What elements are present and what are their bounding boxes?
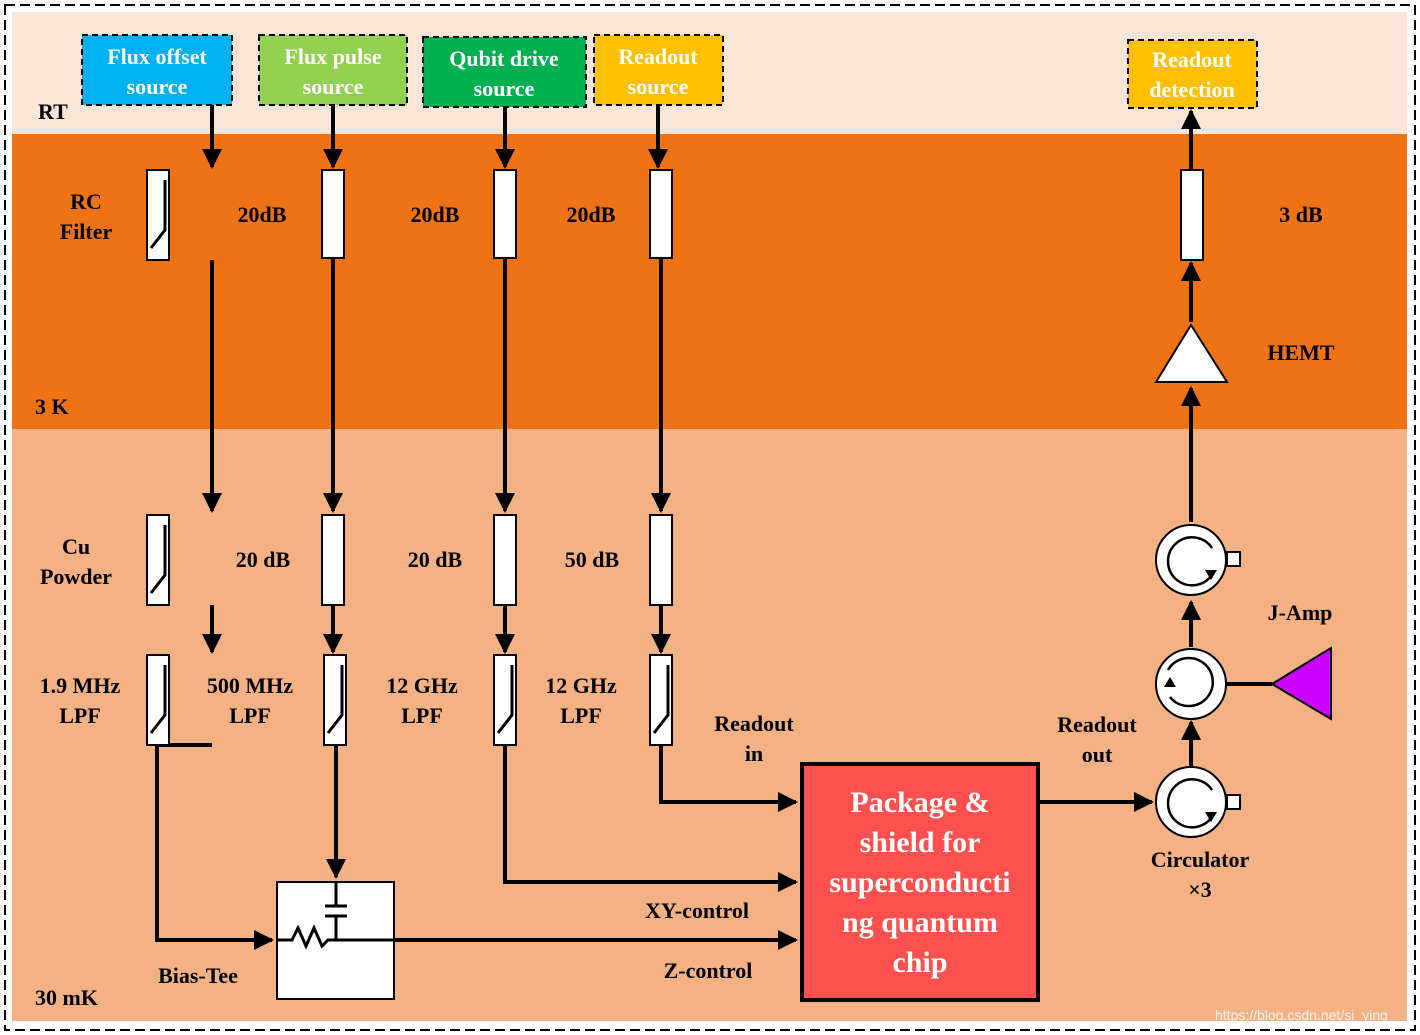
svg-text:1.9 MHz: 1.9 MHz — [40, 673, 121, 698]
lpf-label-flux-offset: 1.9 MHz LPF — [40, 673, 121, 728]
j-amp-label: J-Amp — [1268, 600, 1333, 625]
svg-text:source: source — [628, 74, 689, 99]
readout-in-line — [648, 105, 798, 812]
svg-text:LPF: LPF — [229, 703, 271, 728]
lpf-label-flux-pulse: 500 MHz LPF — [207, 673, 293, 728]
att-label-qubit-drive-3k: 20dB — [411, 202, 460, 227]
svg-text:source: source — [303, 74, 364, 99]
svg-text:shield for: shield for — [860, 826, 981, 859]
mk30-band — [12, 429, 1407, 1021]
att-label-flux-pulse-3k: 20dB — [238, 202, 287, 227]
att-label-flux-pulse-mk: 20 dB — [236, 547, 291, 572]
lpf-flux-offset — [146, 654, 170, 746]
circulator-top — [1155, 524, 1241, 596]
flux-offset-source: Flux offset source — [81, 34, 233, 106]
qubit-drive-line — [495, 107, 798, 892]
svg-text:Readout: Readout — [714, 711, 794, 736]
quantum-chip-package: Package & shield for superconducti ng qu… — [800, 762, 1040, 1002]
cu-powder-filter — [146, 514, 170, 606]
att-label-out-3k: 3 dB — [1279, 202, 1323, 227]
attenuator-qubit-drive-3k — [493, 169, 517, 259]
hemt-amplifier — [1154, 323, 1229, 383]
watermark: https://blog.csdn.net/si_ying — [1215, 1007, 1388, 1023]
attenuator-flux-pulse-3k — [321, 169, 345, 259]
cu-powder-label: Cu Powder — [40, 534, 112, 589]
lpf-flux-pulse — [323, 654, 347, 746]
attenuator-readout-3k — [649, 169, 673, 259]
circulator-label: Circulator ×3 — [1151, 847, 1250, 902]
svg-text:12 GHz: 12 GHz — [545, 673, 617, 698]
svg-text:Readout: Readout — [618, 44, 698, 69]
circulator-bottom — [1155, 766, 1241, 838]
svg-text:ng quantum: ng quantum — [842, 906, 998, 939]
circulator-middle — [1155, 648, 1227, 720]
svg-text:detection: detection — [1149, 77, 1235, 102]
svg-text:in: in — [745, 741, 763, 766]
flux-offset-line — [155, 105, 274, 950]
svg-text:LPF: LPF — [59, 703, 101, 728]
readout-out-label: Readout out — [1057, 712, 1137, 767]
rc-filter-label: RC Filter — [60, 189, 113, 244]
lpf-readout — [649, 654, 673, 746]
bias-tee — [276, 881, 395, 1000]
qubit-drive-source: Qubit drive source — [422, 36, 587, 108]
svg-text:out: out — [1082, 742, 1113, 767]
svg-text:Powder: Powder — [40, 564, 112, 589]
attenuator-out-3k — [1180, 169, 1204, 261]
rc-filter — [146, 169, 170, 261]
att-label-readout-3k: 20dB — [567, 202, 616, 227]
svg-text:Qubit drive: Qubit drive — [449, 46, 559, 71]
svg-text:12 GHz: 12 GHz — [386, 673, 458, 698]
readout-in-label: Readout in — [714, 711, 794, 766]
flux-pulse-source: Flux pulse source — [258, 34, 408, 106]
svg-text:LPF: LPF — [560, 703, 602, 728]
zone-label-rt: RT — [38, 99, 68, 124]
svg-text:Cu: Cu — [62, 534, 90, 559]
attenuator-qubit-drive-mk — [493, 514, 517, 606]
svg-text:Filter: Filter — [60, 219, 113, 244]
hemt-label: HEMT — [1267, 340, 1335, 365]
outer-frame — [4, 4, 1416, 1031]
bias-tee-label: Bias-Tee — [158, 963, 238, 988]
svg-text:Readout: Readout — [1057, 712, 1137, 737]
attenuator-flux-pulse-mk — [321, 514, 345, 606]
svg-text:Readout: Readout — [1152, 47, 1232, 72]
readout-detection: Readout detection — [1127, 39, 1258, 109]
zone-label-3k: 3 K — [35, 394, 69, 419]
svg-text:×3: ×3 — [1188, 877, 1212, 902]
svg-text:RC: RC — [70, 189, 102, 214]
att-label-qubit-drive-mk: 20 dB — [408, 547, 463, 572]
svg-text:500 MHz: 500 MHz — [207, 673, 293, 698]
j-amp-pump-triangle — [1270, 646, 1332, 721]
svg-text:source: source — [127, 74, 188, 99]
flux-pulse-line — [323, 105, 346, 879]
svg-text:source: source — [474, 76, 535, 101]
svg-text:chip: chip — [892, 946, 947, 979]
readout-source: Readout source — [593, 34, 724, 106]
lpf-label-readout: 12 GHz LPF — [545, 673, 617, 728]
svg-text:Flux pulse: Flux pulse — [284, 44, 381, 69]
svg-text:Circulator: Circulator — [1151, 847, 1250, 872]
xy-control-label: XY-control — [645, 898, 749, 923]
att-label-readout-mk: 50 dB — [565, 547, 620, 572]
zone-label-30mk: 30 mK — [35, 985, 98, 1010]
attenuator-readout-mk — [649, 514, 673, 606]
lpf-qubit-drive — [493, 654, 517, 746]
svg-text:Flux offset: Flux offset — [107, 44, 207, 69]
z-control-label: Z-control — [664, 958, 753, 983]
svg-text:LPF: LPF — [401, 703, 443, 728]
svg-text:Package &: Package & — [850, 786, 989, 819]
lpf-label-qubit-drive: 12 GHz LPF — [386, 673, 458, 728]
svg-text:superconducti: superconducti — [829, 866, 1010, 899]
